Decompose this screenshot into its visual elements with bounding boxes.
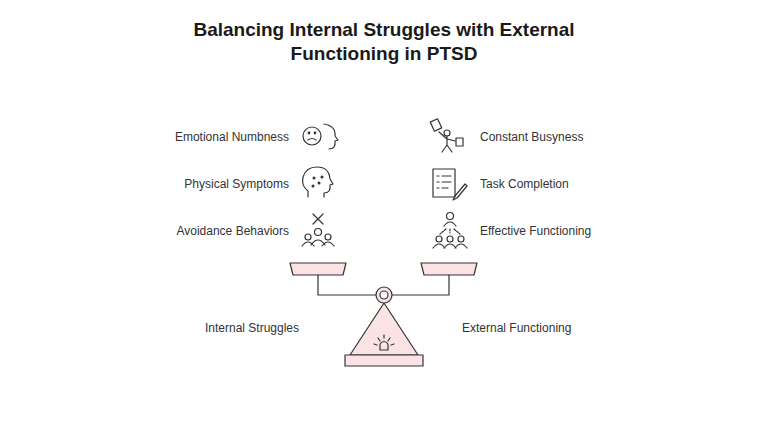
side-label: Internal Struggles [205,321,299,335]
item-label: Avoidance Behaviors [176,224,289,238]
team-icon [433,213,467,249]
item-label: Task Completion [480,177,569,191]
item-label: Emotional Numbness [175,130,289,144]
diagram-title: Balancing Internal Struggles with Extern… [184,18,584,66]
numb-face-icon [303,124,338,149]
item-label: Effective Functioning [480,224,591,238]
head-symptoms-icon [303,167,333,197]
item-label: Physical Symptoms [184,177,289,191]
avoidance-icon [302,214,334,246]
item-label: Constant Busyness [480,130,583,144]
side-label: External Functioning [462,321,571,335]
busy-person-icon [430,119,463,152]
checklist-icon [433,169,467,200]
balance-scale [290,263,477,366]
